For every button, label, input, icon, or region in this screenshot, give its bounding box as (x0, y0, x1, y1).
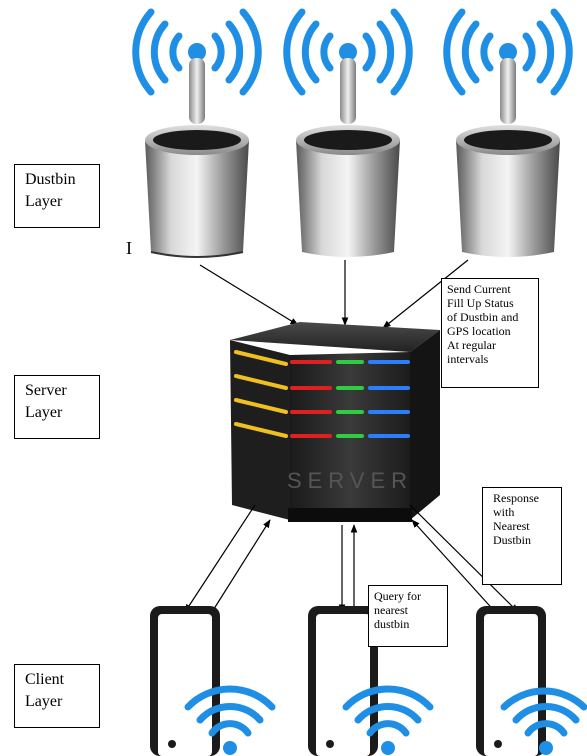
response-line: Dustbin (493, 533, 532, 547)
server-icon: SERVER (230, 322, 440, 522)
server-text: SERVER (287, 468, 413, 493)
client-layer-line1: Client (25, 671, 65, 688)
dustbin-icon (296, 125, 400, 257)
dustbin-icon (145, 125, 249, 258)
send-status-line: intervals (447, 352, 489, 366)
server-layer-line1: Server (25, 382, 67, 399)
query-line: dustbin (374, 617, 410, 631)
dustbin-layer-line2: Layer (25, 193, 63, 210)
client-layer-label: Client Layer (14, 664, 100, 728)
query-note: Query for nearest dustbin (368, 585, 448, 647)
server-layer-line2: Layer (25, 404, 63, 421)
dustbin-icon (456, 125, 560, 257)
send-status-note: Send Current Fill Up Status of Dustbin a… (441, 278, 539, 388)
client-arrows (184, 504, 519, 616)
send-status-line: of Dustbin and (447, 310, 519, 324)
client-layer-line2: Layer (25, 693, 63, 710)
stray-mark: I (126, 238, 132, 258)
query-line: nearest (374, 603, 408, 617)
dustbin-layer-line1: Dustbin (25, 171, 76, 188)
server-layer-label: Server Layer (14, 375, 100, 439)
wifi-icon (283, 8, 413, 96)
smartphone-2 (308, 606, 434, 756)
wifi-icon (184, 685, 276, 755)
dustbin-1 (132, 8, 262, 258)
response-line: Nearest (493, 519, 530, 533)
response-line: Response (493, 491, 539, 505)
query-line: Query for (374, 589, 421, 603)
upload-arrows (199, 259, 469, 329)
wifi-icon (443, 8, 573, 96)
send-status-line: Send Current (447, 282, 511, 296)
dustbin-2 (283, 8, 413, 257)
smartphone-icon (476, 606, 546, 756)
dustbin-3 (443, 8, 573, 257)
send-status-line: Fill Up Status (447, 296, 514, 310)
send-status-line: At regular (447, 338, 496, 352)
wifi-icon (500, 687, 587, 755)
wifi-icon (342, 685, 434, 755)
response-line: with (493, 505, 515, 519)
wifi-icon (132, 8, 262, 96)
send-status-line: GPS location (447, 324, 511, 338)
response-note: Response with Nearest Dustbin (482, 487, 562, 585)
smartphone-3 (476, 606, 587, 756)
smartphone-1 (150, 606, 276, 756)
dustbin-layer-label: Dustbin Layer (14, 164, 100, 228)
